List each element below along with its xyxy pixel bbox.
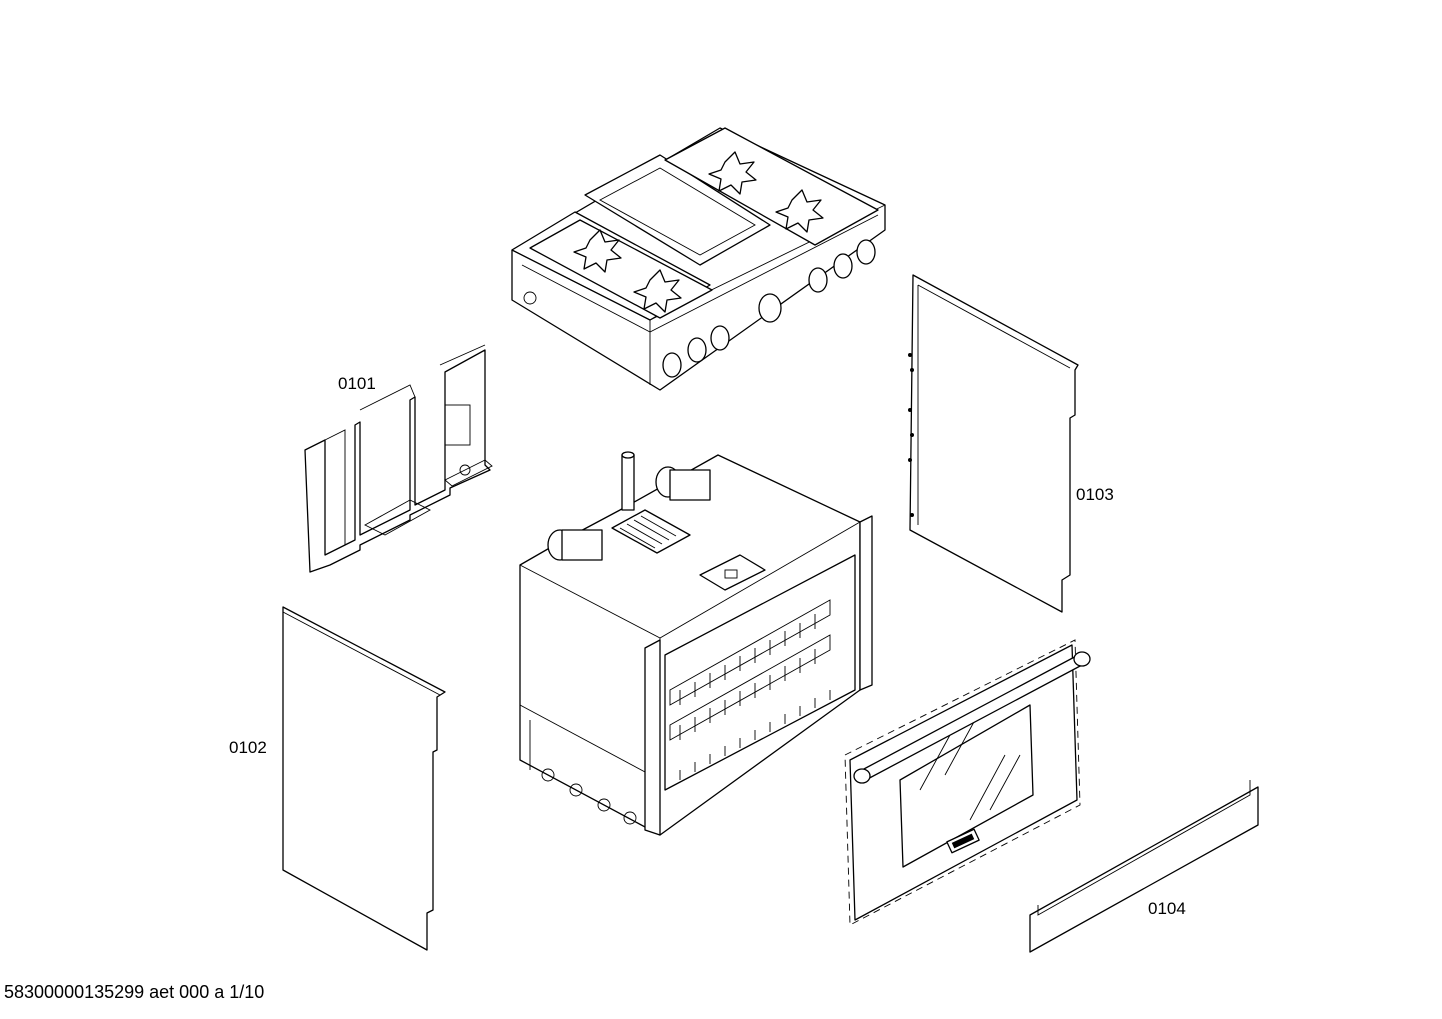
burner-grate-icon [573, 229, 622, 273]
part-label-0104: 0104 [1148, 899, 1186, 918]
drawing-reference-number: 58300000135299 aet 000 a 1/10 [4, 982, 265, 1002]
rear-panel-part [304, 344, 493, 573]
part-label-0102: 0102 [229, 738, 267, 757]
burner-grate-icon [775, 189, 824, 233]
convection-motor-icon [547, 466, 711, 561]
left-side-panel-part [282, 606, 446, 951]
oven-rack-icon [669, 599, 831, 741]
kick-plate-part [1029, 780, 1259, 953]
burner-grate-icon [633, 269, 682, 313]
control-knob-icon [662, 239, 876, 378]
oven-cavity-part [519, 451, 873, 836]
oven-door-part [844, 639, 1091, 926]
burner-grate-icon [708, 151, 757, 195]
right-side-panel-part [908, 274, 1079, 613]
part-label-0101: 0101 [338, 374, 376, 393]
door-handle-icon [853, 651, 1091, 784]
part-label-0103: 0103 [1076, 485, 1114, 504]
cooktop-assembly [511, 127, 886, 391]
